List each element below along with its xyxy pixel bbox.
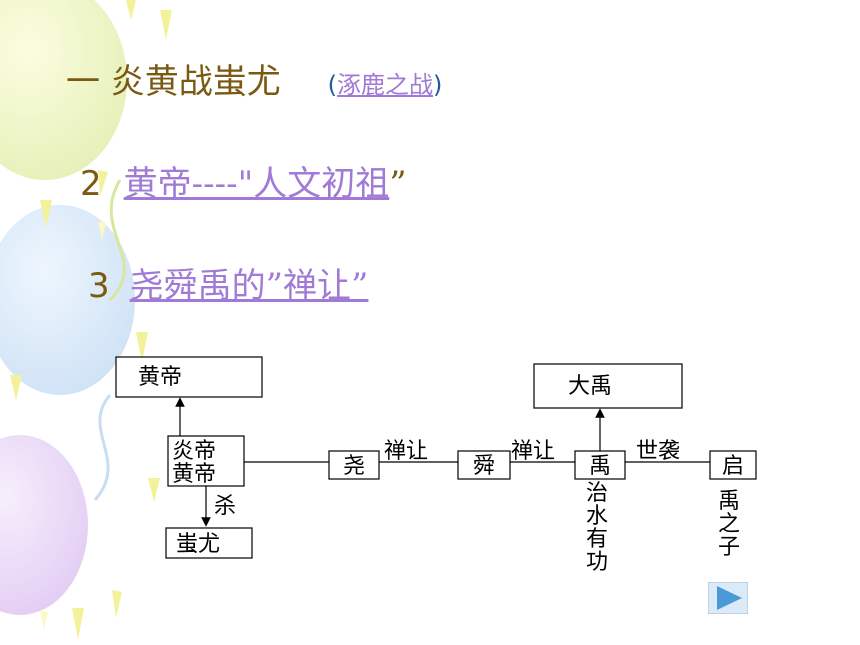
heading-1-text: 一 炎黄战蚩尤: [66, 62, 281, 102]
qi-note-1: 禹: [718, 489, 740, 514]
label-shun: 舜: [473, 454, 495, 479]
heading-line-2: 2 黄帝----"人文初祖”: [80, 156, 407, 205]
box-qi: [709, 450, 757, 480]
heading-2-number: 2: [80, 164, 102, 204]
label-yao: 尧: [343, 454, 365, 479]
yu-note-4: 功: [586, 550, 608, 575]
label-shixi: 世袭: [636, 439, 680, 464]
label-dayu: 大禹: [568, 374, 612, 399]
play-next-icon[interactable]: [708, 582, 748, 614]
paren-open: (: [327, 71, 337, 99]
box-huangdi: [115, 356, 263, 398]
shanrang-link[interactable]: 尧舜禹的”禅让”: [129, 266, 369, 306]
label-huangdi: 黄帝: [138, 365, 182, 390]
qi-note-2: 之: [718, 512, 740, 537]
qi-note-3: 子: [718, 535, 740, 560]
label-sha: 杀: [214, 494, 236, 519]
paren-close: ): [433, 71, 443, 99]
yu-note-3: 有: [586, 527, 608, 552]
box-yao: [328, 450, 380, 480]
zhuolu-battle-link[interactable]: 涿鹿之战: [337, 71, 433, 99]
label-qi: 启: [722, 454, 744, 479]
heading-line-1: 一 炎黄战蚩尤 (涿鹿之战): [66, 54, 442, 103]
label-shanrang-1: 禅让: [384, 439, 428, 464]
heading-3-number: 3: [88, 266, 110, 306]
label-shanrang-2: 禅让: [511, 439, 555, 464]
label-yandi: 炎帝: [172, 439, 216, 464]
label-yandi-huangdi: 黄帝: [172, 462, 216, 487]
heading-2-close-quote: ”: [389, 164, 407, 204]
box-shun: [457, 450, 511, 480]
yu-note-1: 治: [586, 481, 608, 506]
label-chiyou: 蚩尤: [176, 532, 220, 557]
battle-link-group: (涿鹿之战): [328, 71, 443, 99]
box-yu: [574, 450, 626, 480]
box-dayu: [533, 363, 683, 409]
box-chiyou: [165, 527, 253, 559]
label-yu: 禹: [589, 454, 611, 479]
huangdi-ancestor-link[interactable]: 黄帝----"人文初祖: [123, 164, 390, 204]
yu-note-2: 水: [586, 504, 608, 529]
heading-line-3: 3 尧舜禹的”禅让”: [88, 258, 368, 307]
